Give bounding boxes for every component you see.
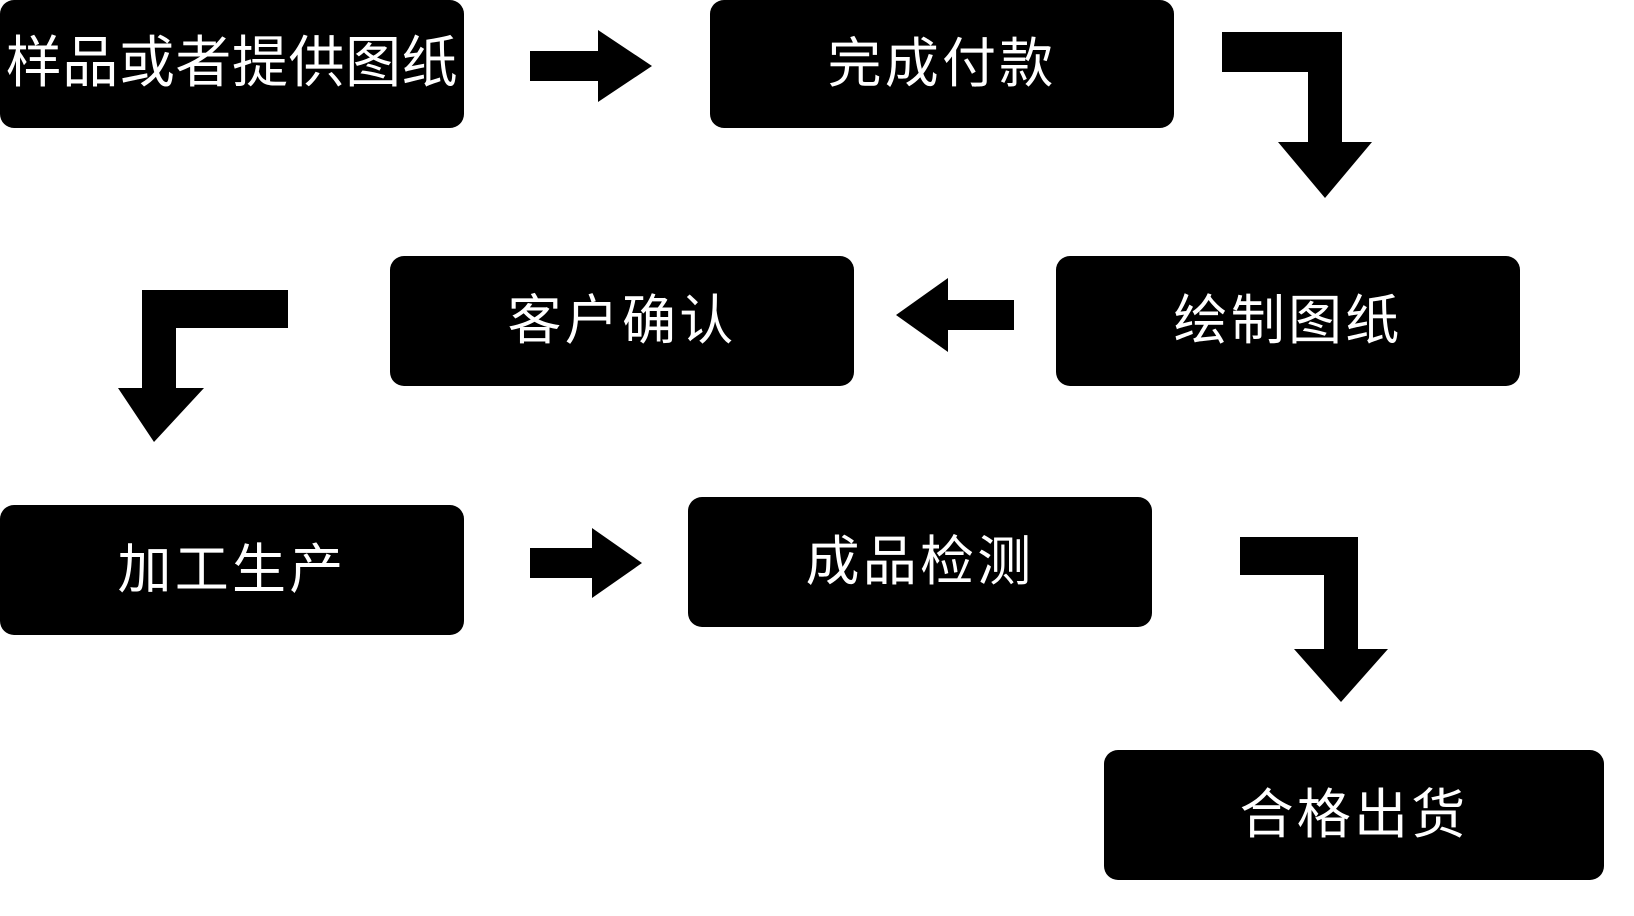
flow-node-inspect[interactable]: 成品检测 (688, 497, 1152, 627)
flow-node-drawing-label: 绘制图纸 (1173, 289, 1403, 352)
arrow-right-icon (530, 30, 652, 102)
flow-node-drawing[interactable]: 绘制图纸 (1056, 256, 1520, 386)
arrow-elbow-left-down-icon (118, 290, 288, 442)
flow-node-sample[interactable]: 样品或者提供图纸 (0, 0, 464, 128)
flow-node-payment[interactable]: 完成付款 (710, 0, 1174, 128)
arrow-elbow-right-down-icon (1222, 32, 1392, 198)
flow-node-payment-label: 完成付款 (827, 32, 1057, 95)
flow-node-produce-label: 加工生产 (117, 538, 347, 601)
flow-node-confirm[interactable]: 客户确认 (390, 256, 854, 386)
flow-node-ship-label: 合格出货 (1239, 783, 1469, 846)
arrow-elbow-right-down-icon (1240, 537, 1406, 702)
flow-node-confirm-label: 客户确认 (507, 289, 737, 352)
arrow-right-icon (530, 528, 642, 598)
flow-node-produce[interactable]: 加工生产 (0, 505, 464, 635)
flow-node-inspect-label: 成品检测 (805, 530, 1035, 593)
flow-node-ship[interactable]: 合格出货 (1104, 750, 1604, 880)
flow-node-sample-label: 样品或者提供图纸 (5, 31, 459, 96)
arrow-left-icon (896, 278, 1014, 352)
